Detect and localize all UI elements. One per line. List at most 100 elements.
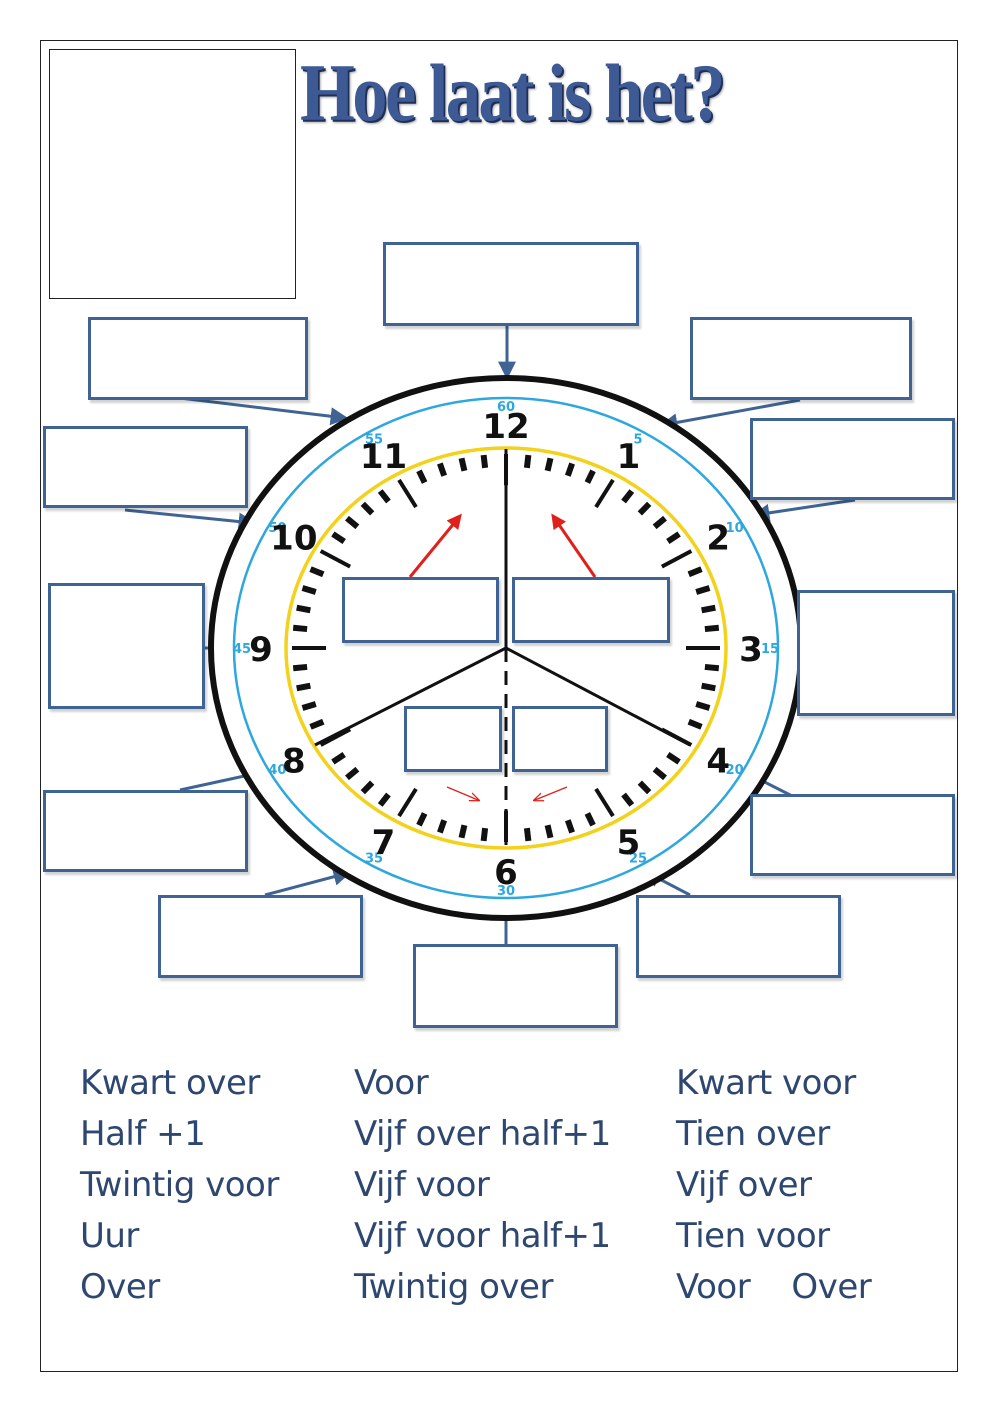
answer-box-top-right[interactable] (690, 317, 912, 400)
word-item[interactable]: Tien over (676, 1114, 830, 1154)
minute-label: 15 (761, 642, 779, 657)
word-item[interactable]: Voor (354, 1063, 429, 1103)
hour-number: 2 (706, 519, 730, 559)
minute-label: 10 (726, 521, 744, 536)
minute-tick (292, 624, 308, 633)
minute-tick (701, 604, 716, 614)
minute-label: 40 (268, 763, 286, 778)
answer-box-left[interactable] (48, 583, 205, 709)
minute-tick (309, 566, 325, 578)
answer-box-right[interactable] (797, 590, 955, 716)
minute-tick (704, 624, 720, 633)
answer-box-lower-right[interactable] (750, 794, 955, 876)
minute-label: 5 (633, 432, 642, 447)
word-item[interactable]: Twintig over (354, 1267, 553, 1307)
clock-hands (314, 449, 691, 845)
red-arrow-left-up (408, 513, 462, 578)
answer-box-upper-left[interactable] (43, 426, 248, 508)
word-item[interactable]: Vijf over (676, 1165, 812, 1205)
minute-tick (621, 489, 635, 504)
minute-label: 45 (233, 642, 251, 657)
hour-tick (319, 549, 352, 569)
word-item[interactable]: Vijf over half+1 (354, 1114, 611, 1154)
answer-box-lower-left[interactable] (43, 790, 248, 872)
hour-number: 4 (706, 742, 730, 782)
hour-tick (319, 727, 352, 747)
word-item[interactable]: Twintig voor (80, 1165, 279, 1205)
minute-tick (637, 501, 652, 516)
hour-tick (594, 787, 615, 818)
minute-tick (637, 780, 652, 795)
minute-tick (480, 827, 489, 842)
minute-tick (652, 766, 667, 781)
minute-label: 55 (365, 432, 383, 447)
minute-label: 25 (629, 852, 647, 867)
hour-number: 11 (360, 437, 407, 477)
hand-to-4 (505, 646, 691, 747)
minute-tick (416, 469, 428, 484)
minute-tick (458, 824, 468, 839)
clock-minute-ring (232, 396, 780, 900)
minute-tick (437, 819, 448, 834)
word-item[interactable]: Kwart over (80, 1063, 260, 1103)
hour-number: 3 (739, 630, 763, 670)
hour-tick (594, 478, 615, 509)
answer-box-inner-top-right[interactable] (512, 577, 670, 643)
minute-tick (523, 827, 532, 842)
minute-ticks (292, 454, 720, 842)
minute-tick (621, 792, 635, 807)
word-item[interactable]: Over (80, 1267, 160, 1307)
minute-tick (666, 751, 681, 765)
word-item[interactable]: Vijf voor half+1 (354, 1216, 611, 1256)
minute-tick (564, 819, 575, 834)
red-arrow-small-left (446, 786, 478, 800)
word-item[interactable]: Uur (80, 1216, 139, 1256)
word-item[interactable]: Half +1 (80, 1114, 206, 1154)
answer-box-inner-bottom-left[interactable] (404, 706, 502, 772)
minute-tick (301, 585, 317, 595)
minute-tick (544, 457, 554, 472)
minute-tick (480, 454, 489, 469)
minute-tick (584, 812, 596, 827)
minute-label: 30 (497, 884, 515, 899)
word-item[interactable]: Kwart voor (676, 1063, 856, 1103)
page-title: Hoe laat is het? (300, 47, 726, 138)
minute-label: 60 (497, 400, 515, 415)
minute-tick (695, 701, 711, 711)
minute-tick (296, 682, 311, 692)
answer-box-inner-top-left[interactable] (342, 577, 499, 643)
minute-tick (301, 701, 317, 711)
minute-tick (704, 663, 720, 672)
hour-number: 12 (482, 407, 529, 447)
answer-box-bottom-left[interactable] (158, 895, 363, 978)
hour-tick (397, 478, 418, 509)
hour-number: 5 (617, 823, 641, 863)
answer-box-upper-right[interactable] (750, 418, 955, 500)
word-column-2: Voor Vijf over half+1 Vijf voor Vijf voo… (354, 1058, 611, 1313)
answer-box-bottom[interactable] (413, 944, 618, 1028)
minute-tick (695, 585, 711, 595)
word-column-1: Kwart over Half +1 Twintig voor Uur Over (80, 1058, 279, 1313)
minute-tick (331, 531, 346, 545)
answer-box-inner-bottom-right[interactable] (512, 706, 608, 772)
word-item[interactable]: Voor Over (676, 1267, 872, 1307)
minute-tick (377, 489, 391, 504)
minute-tick (360, 780, 375, 795)
word-item[interactable]: Tien voor (676, 1216, 830, 1256)
word-item[interactable]: Vijf voor (354, 1165, 490, 1205)
minute-tick (345, 766, 360, 781)
answer-box-bottom-right[interactable] (636, 895, 841, 978)
minute-tick (309, 718, 325, 730)
clock-hour-ring (284, 446, 728, 850)
hour-number: 1 (617, 437, 641, 477)
answer-box-top-left[interactable] (88, 317, 308, 400)
direction-arrows (408, 513, 597, 800)
hour-tick (397, 787, 418, 818)
minute-label: 20 (726, 763, 744, 778)
hour-number: 6 (494, 853, 518, 893)
minute-tick (377, 792, 391, 807)
answer-box-top[interactable] (383, 242, 639, 326)
minute-tick (666, 531, 681, 545)
